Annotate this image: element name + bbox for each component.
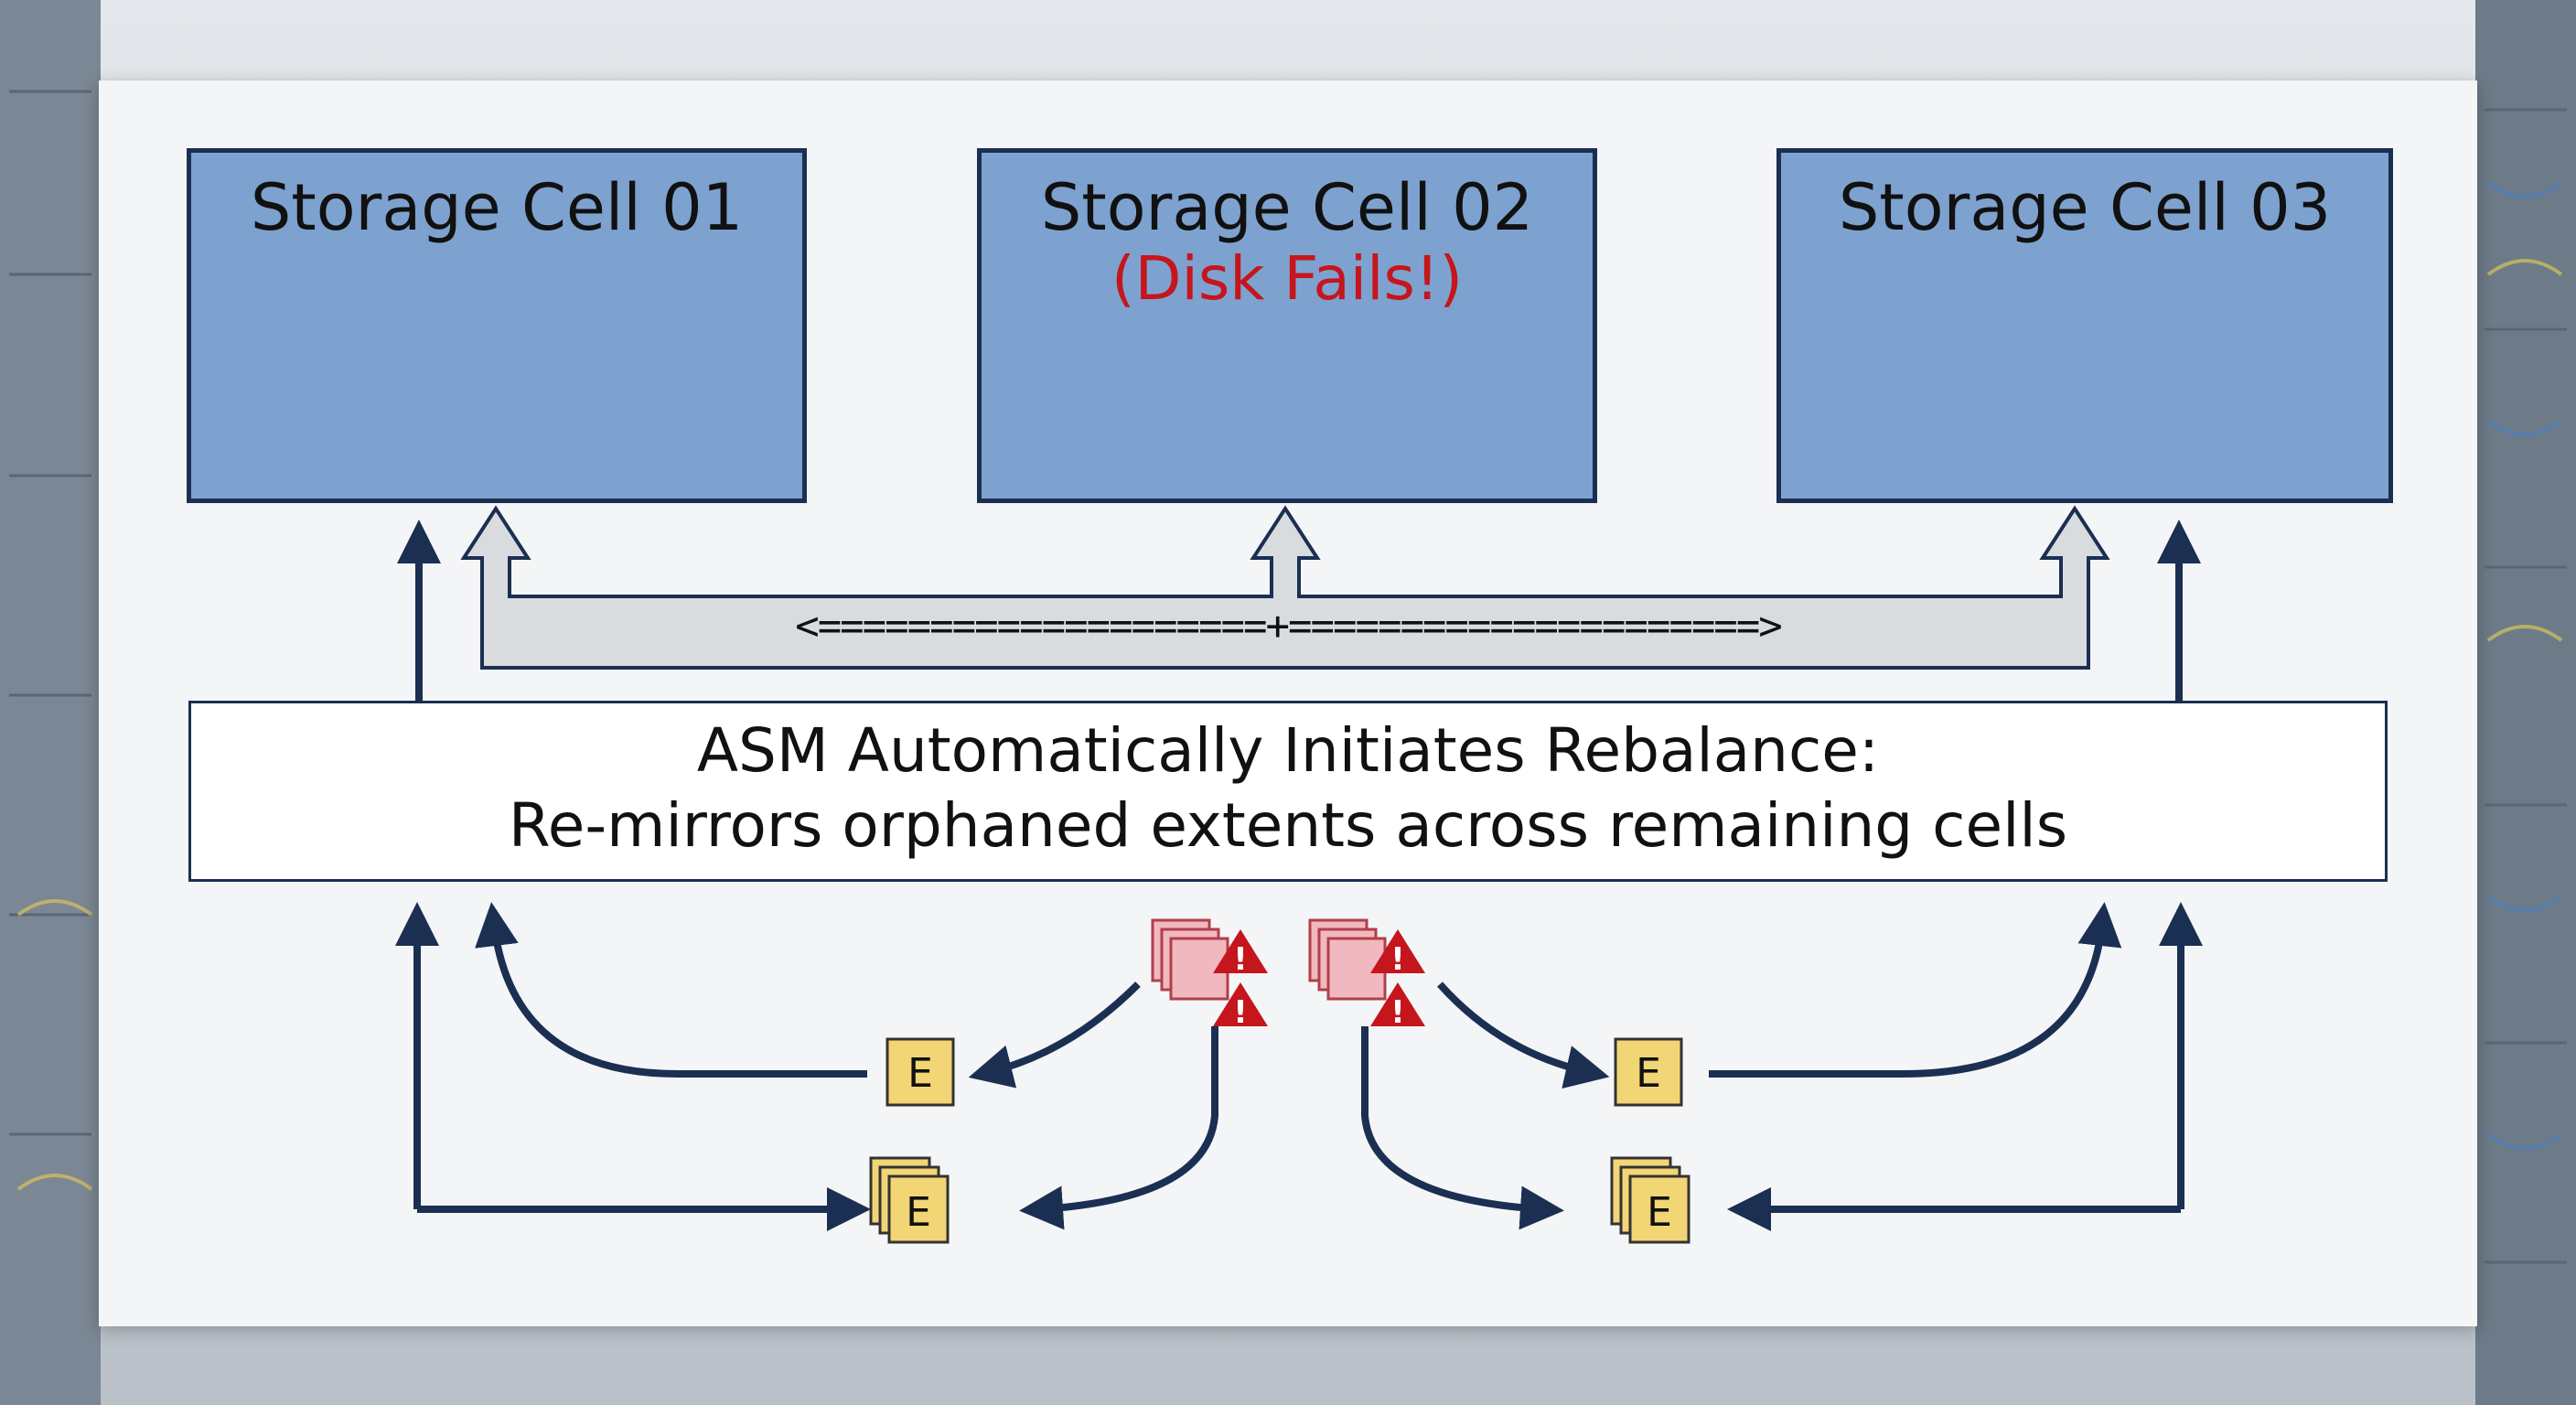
cell-title: Storage Cell 03	[1838, 170, 2332, 245]
asm-rebalance-box: ASM Automatically Initiates Rebalance: R…	[188, 701, 2388, 882]
svg-text:!: !	[1390, 941, 1405, 978]
extent-label: E	[906, 1189, 931, 1236]
orphaned-extent-icon	[1151, 918, 1387, 1001]
rebalance-connector	[460, 505, 2110, 670]
svg-text:!: !	[1233, 994, 1248, 1031]
storage-cell-02: Storage Cell 02 (Disk Fails!)	[977, 148, 1597, 503]
warning-icon: !! !!	[1213, 929, 1425, 1031]
extent-icon	[869, 1037, 1690, 1244]
extent-label: E	[1647, 1189, 1672, 1236]
storage-cell-01: Storage Cell 01	[187, 148, 807, 503]
svg-text:!: !	[1233, 941, 1248, 978]
extent-label: E	[907, 1050, 933, 1097]
asm-heading: ASM Automatically Initiates Rebalance:	[696, 715, 1880, 786]
storage-cell-03: Storage Cell 03	[1776, 148, 2393, 503]
cell-arrows	[397, 520, 2201, 701]
remirror-arrows	[395, 902, 2203, 1231]
extent-label: E	[1636, 1050, 1661, 1097]
cell-failure-note: (Disk Fails!)	[1111, 243, 1464, 314]
asm-description: Re-mirrors orphaned extents across remai…	[508, 790, 2068, 861]
cell-title: Storage Cell 01	[250, 170, 744, 245]
rebalance-connector-text: <====================+==================…	[795, 603, 1783, 649]
svg-text:!: !	[1390, 994, 1405, 1031]
cell-title: Storage Cell 02	[1040, 170, 1534, 245]
